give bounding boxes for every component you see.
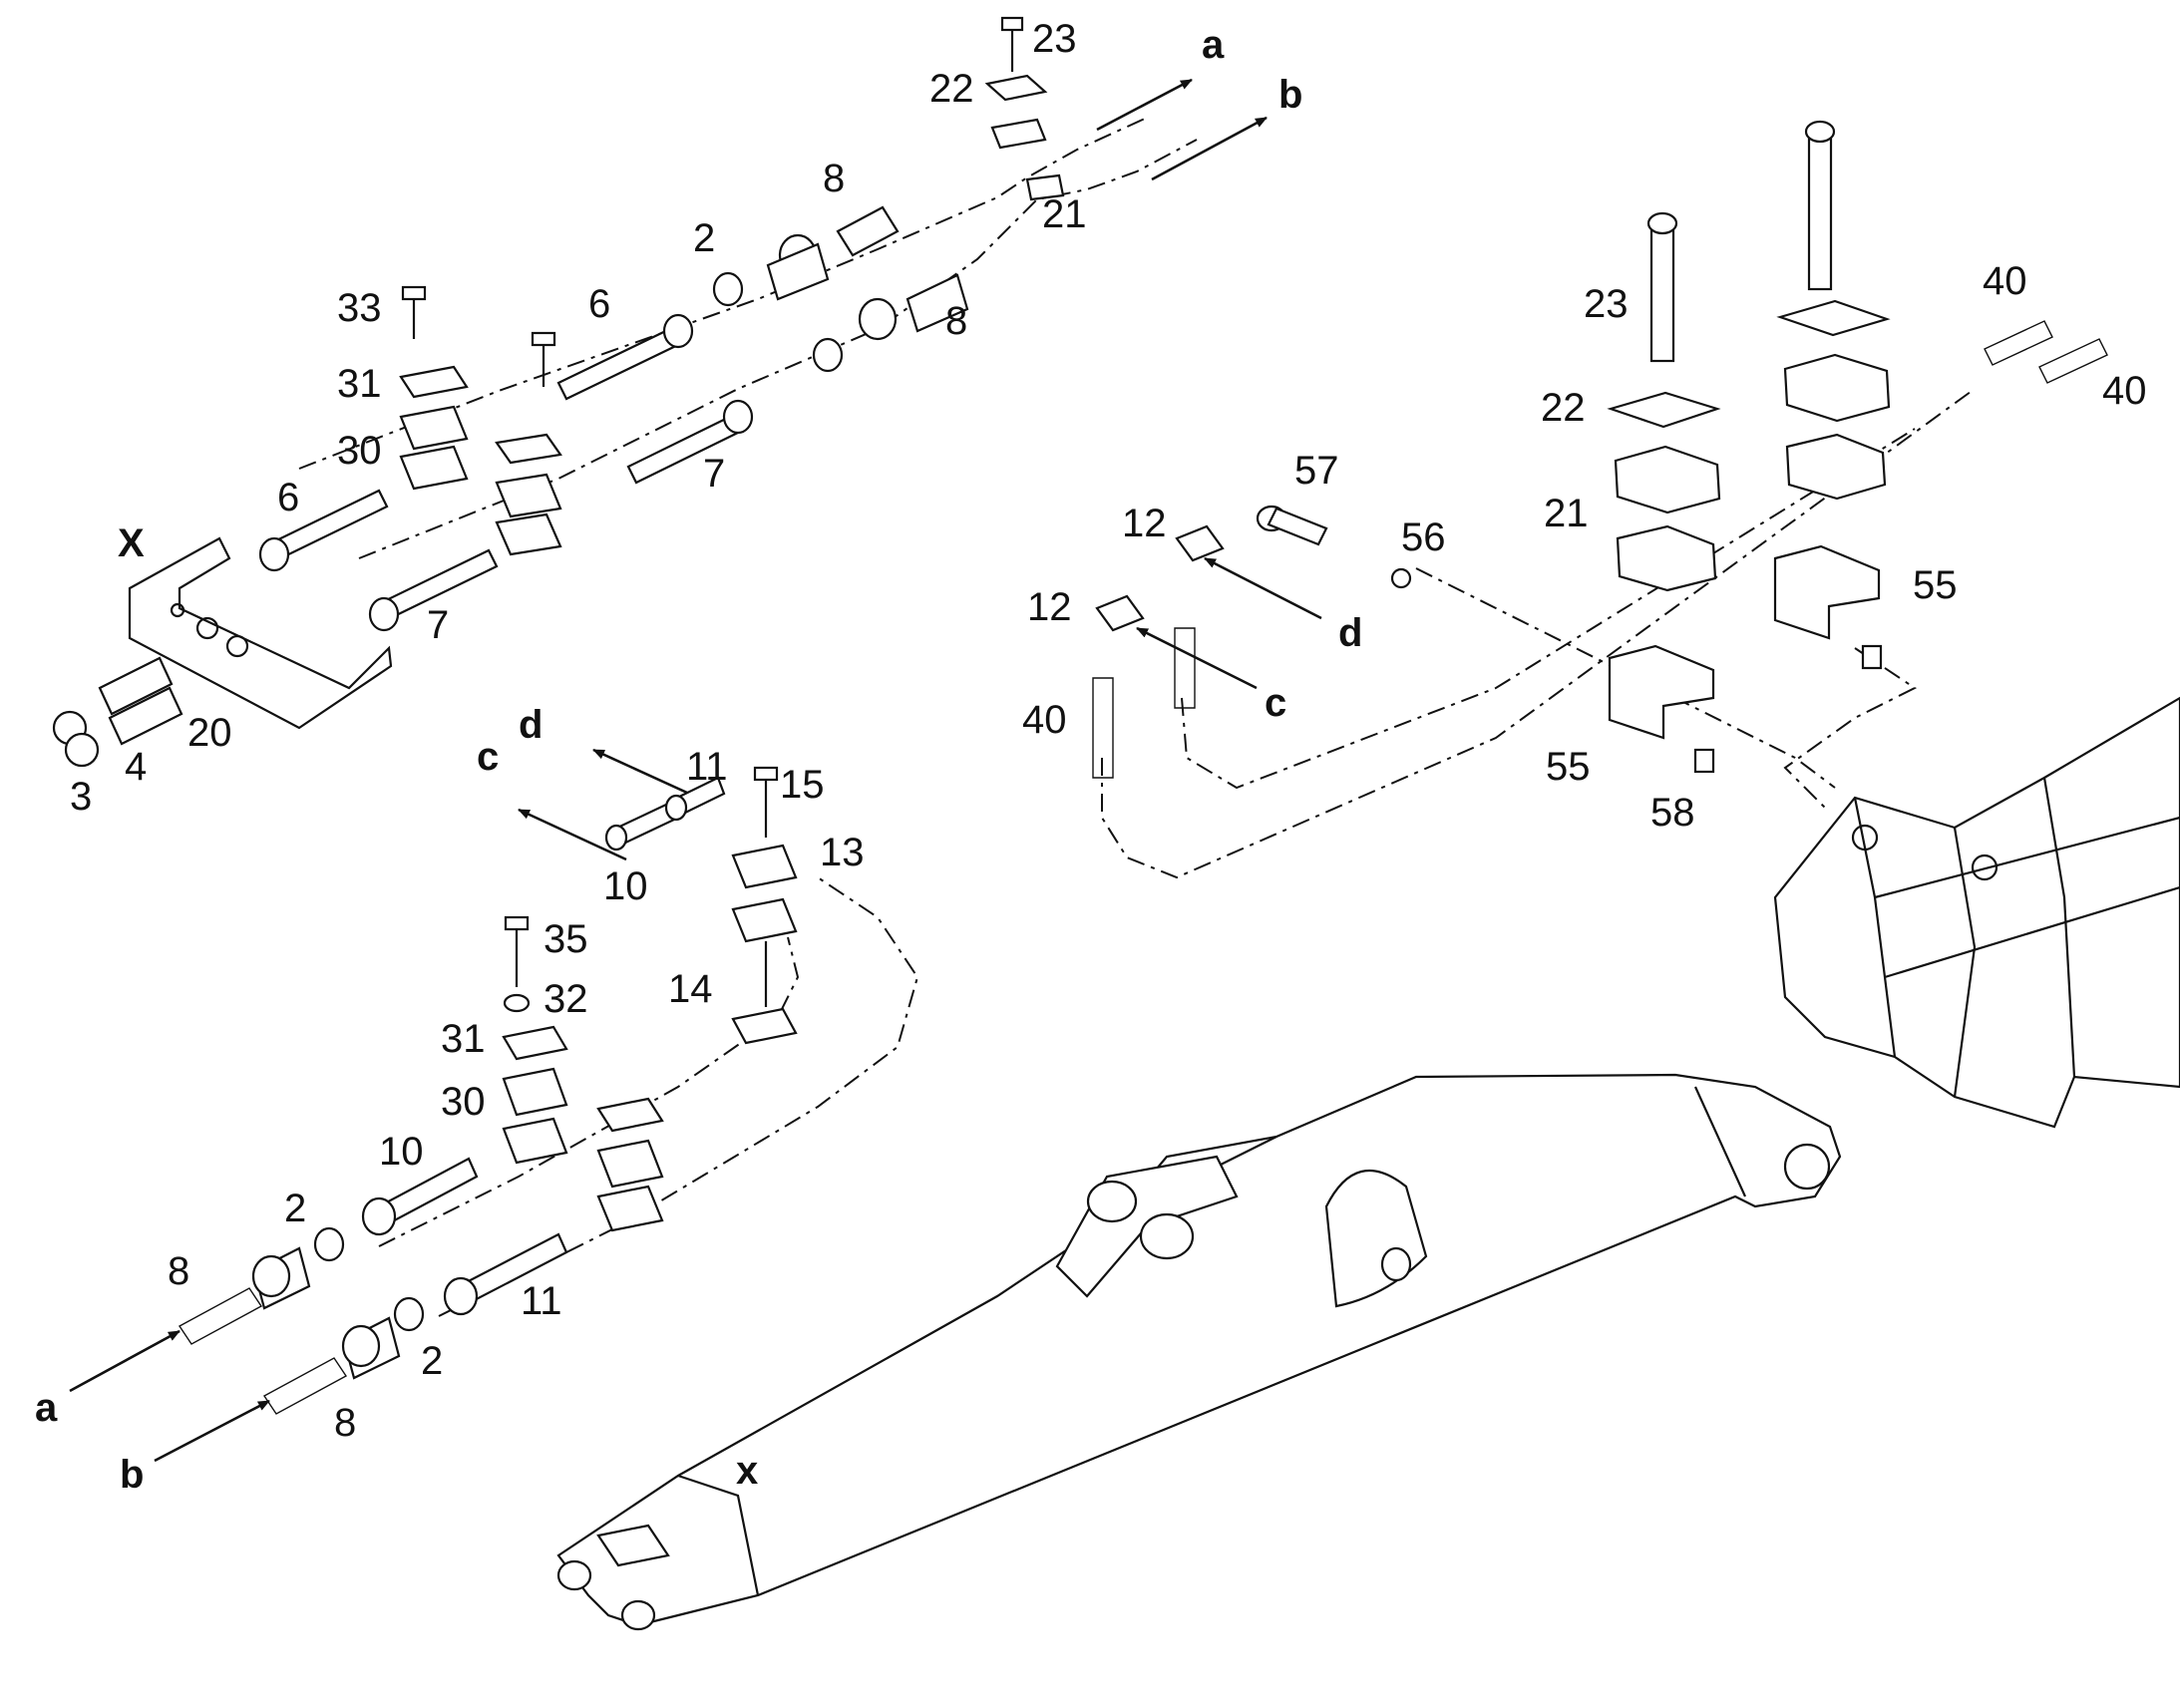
callout-12-b: 12 [1027, 585, 1072, 629]
left-fittings [52, 656, 183, 768]
callout-23-top: 23 [1032, 17, 1077, 61]
callout-58: 58 [1650, 791, 1695, 835]
callout-40-right-2: 40 [2102, 369, 2147, 413]
letter-c-mid: c [477, 735, 499, 779]
letter-a-top: a [1202, 23, 1225, 67]
callout-labels: 23 22 21 8 8 2 6 6 7 7 33 31 30 3 4 20 1… [70, 17, 2147, 1445]
callout-8-b: 8 [945, 299, 967, 343]
callout-2-top: 2 [693, 216, 715, 260]
callout-4: 4 [125, 745, 147, 789]
callout-2-low-b: 2 [421, 1339, 443, 1383]
callout-8-low-a: 8 [168, 1249, 189, 1293]
callout-55-b: 55 [1546, 745, 1591, 789]
callout-11-top: 11 [686, 745, 728, 789]
lower-hose-assembly [69, 748, 919, 1463]
letter-a-low: a [35, 1386, 58, 1430]
callout-7-left: 7 [427, 603, 449, 647]
callout-57: 57 [1294, 449, 1339, 493]
callout-14: 14 [668, 967, 713, 1011]
right-brackets-55 [1608, 544, 1883, 774]
callout-7-mid: 7 [703, 452, 725, 496]
callout-22-top: 22 [929, 67, 974, 111]
callout-21-right: 21 [1544, 492, 1589, 535]
callout-40-left: 40 [1022, 698, 1067, 742]
upper-fittings [258, 205, 969, 632]
top-clamp-stack [984, 16, 1065, 201]
callout-31-low: 31 [441, 1017, 486, 1061]
callout-10-top: 10 [603, 864, 648, 908]
callout-20: 20 [187, 711, 232, 755]
right-clamp-stack-2 [1776, 120, 1891, 501]
callout-8-a: 8 [823, 157, 845, 200]
callout-56: 56 [1401, 515, 1446, 559]
callout-6-top: 6 [588, 282, 610, 326]
bracket-x [128, 536, 393, 730]
letter-x-boom: x [736, 1449, 758, 1493]
callout-32: 32 [544, 977, 588, 1021]
callout-30-top: 30 [337, 429, 382, 473]
callout-15: 15 [780, 763, 825, 807]
boom-arm [556, 1073, 1842, 1631]
right-clamp-stack-1 [1607, 211, 1721, 592]
lower-clamp-set [502, 915, 664, 1232]
letter-x-bracket: X [118, 521, 145, 565]
right-bolts-40 [1256, 320, 2108, 589]
letter-d-right: d [1338, 611, 1362, 655]
callout-33: 33 [337, 286, 382, 330]
callout-22-right: 22 [1541, 386, 1586, 430]
letter-b-low: b [120, 1453, 144, 1497]
callout-12-a: 12 [1122, 502, 1167, 545]
callout-35: 35 [544, 917, 588, 961]
callout-31-top: 31 [337, 362, 382, 406]
machine-frame [1773, 696, 2180, 1129]
letter-c-right: c [1265, 681, 1286, 725]
callout-23-right: 23 [1584, 282, 1629, 326]
callout-6-left: 6 [277, 476, 299, 519]
letter-labels: a b a b c d c d X x [35, 23, 1362, 1497]
lower-clamp-stack-13 [604, 766, 798, 1045]
right-fittings-12 [1092, 524, 1225, 779]
letter-b-top: b [1278, 73, 1302, 117]
callout-55-a: 55 [1913, 563, 1958, 607]
letter-d-mid: d [519, 703, 543, 747]
callout-40-right-1: 40 [1983, 259, 2027, 303]
callout-3: 3 [70, 775, 92, 819]
callout-13: 13 [820, 831, 865, 874]
callout-10-low: 10 [379, 1130, 424, 1174]
callout-8-low-b: 8 [334, 1401, 356, 1445]
callout-30-low: 30 [441, 1080, 486, 1124]
callout-21-top: 21 [1042, 192, 1087, 236]
right-hose-assembly [1092, 120, 2180, 1129]
lower-fittings [178, 1157, 568, 1415]
callout-2-low-a: 2 [284, 1187, 306, 1230]
upper-clamp-set [399, 285, 562, 556]
callout-11-low: 11 [521, 1279, 562, 1323]
top-hose-assembly [52, 16, 1268, 768]
